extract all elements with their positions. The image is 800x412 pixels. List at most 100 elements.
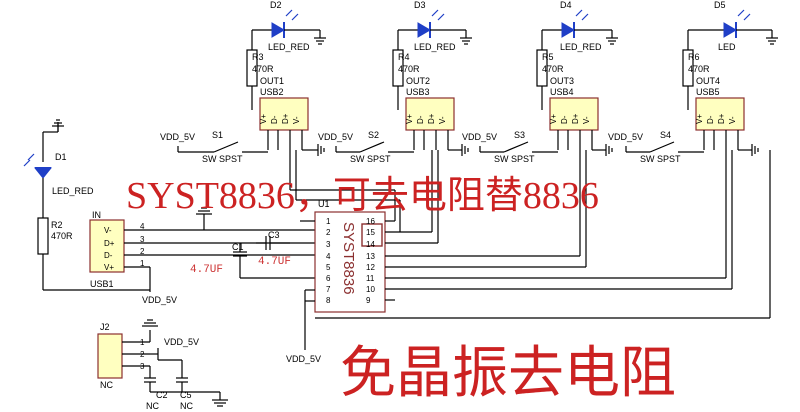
ground-icon: [605, 144, 613, 156]
usb-pin: D+: [427, 113, 436, 124]
output-block-4: D5 LED R6 470R OUT4 USB5 V+ D- D+ V-: [608, 0, 778, 164]
vdd-label: VDD_5V: [160, 132, 195, 142]
input-pin-name: V+: [104, 263, 114, 272]
led-label: LED: [718, 42, 736, 52]
usb-pin: D+: [281, 113, 290, 124]
switch-icon: [625, 141, 704, 153]
usb-label: USB5: [696, 87, 720, 97]
resistor-r2: [37, 217, 49, 255]
switch-ref: S4: [660, 130, 671, 140]
usb-pin: V-: [438, 116, 447, 124]
usb-label: USB2: [260, 87, 284, 97]
ground-icon: [751, 144, 759, 156]
ground-icon: [212, 392, 228, 407]
chip-pin-left: 5: [326, 263, 331, 272]
usb-pin: D-: [270, 115, 279, 124]
output-block-2: D3 LED_RED R4 470R OUT2 USB3 V+ D- D+ V-: [318, 0, 472, 164]
input-pin-number: 2: [140, 247, 145, 256]
chip-label: SYST8836: [340, 222, 357, 295]
resistor-ref: R4: [398, 52, 410, 62]
usb-pin: D-: [706, 115, 715, 124]
switch-type: SW SPST: [350, 154, 391, 164]
out-label: OUT2: [406, 76, 430, 86]
c5-value: NC: [180, 401, 193, 411]
input-connector-ref: USB1: [90, 279, 114, 289]
chip-pin-left: 4: [326, 252, 331, 261]
led-label: LED_RED: [560, 42, 602, 52]
resistor-ref: R6: [688, 52, 700, 62]
led-icon: [542, 9, 589, 38]
vdd-label: VDD_5V: [164, 337, 199, 347]
switch-type: SW SPST: [640, 154, 681, 164]
c2-value: NC: [146, 401, 159, 411]
input-pin-name: D-: [104, 251, 113, 260]
d1-ref: D1: [55, 152, 67, 162]
capacitor-c5: C5 NC: [150, 359, 228, 411]
led-ref: D3: [414, 0, 426, 10]
switch-ref: S1: [212, 130, 223, 140]
c3-value: 4.7UF: [258, 256, 291, 268]
vdd-label: VDD_5V: [318, 132, 353, 142]
usb-pin: D-: [416, 115, 425, 124]
d1-branch: D1 LED_RED R2 470R: [23, 119, 150, 291]
usb-label: USB4: [550, 87, 574, 97]
chip-pin-left: 7: [326, 285, 331, 294]
c1-value: 4.7UF: [190, 264, 223, 276]
chip-pin-left: 2: [326, 228, 331, 237]
chip-pin-right: 16: [366, 217, 375, 226]
input-pin-name: D+: [104, 239, 115, 248]
chip-body: [314, 211, 386, 313]
ground-icon: [52, 119, 64, 127]
led-ref: D5: [714, 0, 726, 10]
vdd-label: VDD_5V: [142, 295, 177, 305]
chip-pin-left: 8: [326, 296, 331, 305]
chip-pin-left: 6: [326, 274, 331, 283]
out-label: OUT4: [696, 76, 720, 86]
chip-pin-right: 11: [366, 274, 375, 283]
output-block-3: D4 LED_RED R5 470R OUT3 USB4 V+ D- D+ V-: [462, 0, 618, 164]
input-pin-number: 1: [140, 259, 145, 268]
c5-ref: C5: [180, 390, 192, 400]
chip-pin-left: 3: [326, 240, 331, 249]
vdd-label: VDD_5V: [608, 132, 643, 142]
chip-pin-right: 12: [366, 263, 375, 272]
resistor-ref: R3: [252, 52, 264, 62]
input-connector-body: [89, 219, 125, 273]
pin-highlight: [361, 223, 383, 247]
ground-icon: [142, 319, 158, 327]
resistor-value: 470R: [688, 64, 710, 74]
capacitor-c3: C3 4.7UF: [256, 230, 291, 268]
switch-type: SW SPST: [202, 154, 243, 164]
capacitor-c1: C1 4.7UF: [190, 242, 315, 279]
usb-port: [405, 97, 455, 131]
r2-ref: R2: [51, 220, 63, 230]
c3-ref: C3: [268, 230, 280, 240]
led-d1-icon: [23, 153, 53, 179]
vdd-label: VDD_5V: [286, 354, 321, 364]
led-icon: [252, 9, 299, 38]
switch-ref: S2: [368, 130, 379, 140]
usb-pin: V+: [259, 114, 268, 124]
usb-label: USB3: [406, 87, 430, 97]
ground-icon: [460, 37, 472, 45]
ground-icon: [196, 207, 212, 230]
usb-pin: V-: [292, 116, 301, 124]
chip-pin-right: 13: [366, 252, 375, 261]
c2-ref: C2: [156, 390, 168, 400]
led-icon: [398, 9, 445, 38]
ground-icon: [317, 144, 325, 156]
out-label: OUT3: [550, 76, 574, 86]
resistor-value: 470R: [398, 64, 420, 74]
usb-pin: V+: [695, 114, 704, 124]
usb-pin: D+: [571, 113, 580, 124]
output-block-1: D2 LED_RED R3 470R OUT1 USB2 V+ D- D+ V-: [160, 0, 326, 164]
input-pin-name: V-: [104, 226, 112, 235]
j2-value: NC: [100, 380, 113, 390]
usb-pin: V+: [549, 114, 558, 124]
usb-port: [695, 97, 745, 131]
usb-port: [259, 97, 309, 131]
chip-pin-right: 9: [366, 296, 371, 305]
vdd-label: VDD_5V: [462, 132, 497, 142]
usb-pin: V-: [728, 116, 737, 124]
